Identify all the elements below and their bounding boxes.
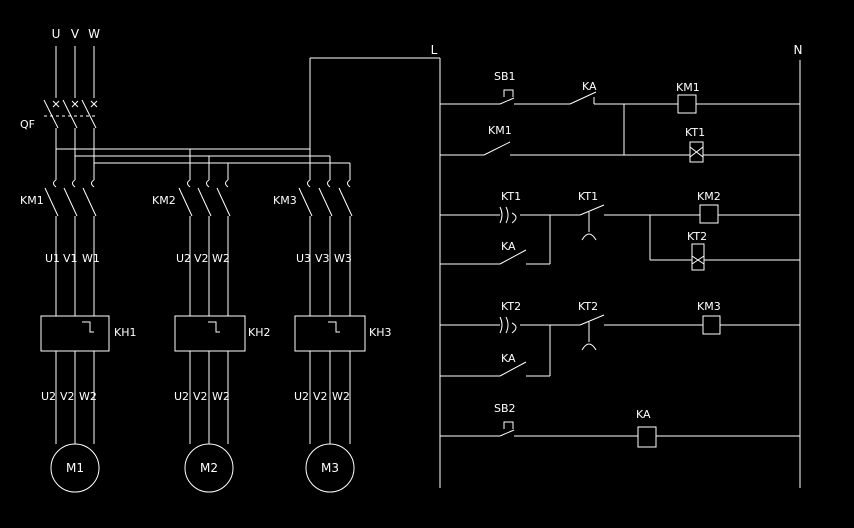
branch-3-w-out: W2 (332, 390, 350, 403)
branch-1-contactor: KM1 (20, 194, 44, 207)
rung-4-contact: KT2 (501, 300, 521, 313)
branch-1-u-out: U2 (41, 390, 56, 403)
label-u: U (52, 27, 61, 41)
motor-m3: M3 (321, 461, 339, 475)
branch-1-overload: KH1 (114, 326, 136, 339)
branch-2-w-in: W2 (212, 252, 230, 265)
rung-3-coil: KM2 (697, 190, 721, 203)
label-w: W (88, 27, 100, 41)
rung-5-button: SB2 (494, 402, 516, 415)
branch-3-v-out: V2 (313, 390, 328, 403)
rung-2-timer: KT1 (685, 126, 705, 139)
rung-1-button: SB1 (494, 70, 516, 83)
branch-3-v-in: V3 (315, 252, 330, 265)
rung-5 (440, 421, 800, 448)
branch-1-u-in: U1 (45, 252, 60, 265)
branch-2 (174, 179, 246, 493)
rung-3-contact: KT1 (501, 190, 521, 203)
branch-3-u-out: U2 (294, 390, 309, 403)
branch-3-contactor: KM3 (273, 194, 297, 207)
rung-3-parallel-contact: KA (501, 240, 516, 253)
rung-3-timed-contact: KT1 (578, 190, 598, 203)
motor-m2: M2 (200, 461, 218, 475)
branch-2-w-out: W2 (212, 390, 230, 403)
rung-4-timed-contact: KT2 (578, 300, 598, 313)
rung-4-coil: KM3 (697, 300, 721, 313)
branch-2-u-out: U2 (174, 390, 189, 403)
branch-1-w-out: W2 (79, 390, 97, 403)
rung-2-contact: KM1 (488, 124, 512, 137)
label-v: V (71, 27, 80, 41)
supply-wires (43, 46, 441, 488)
rung-1-contact: KA (582, 80, 597, 93)
rung-1-coil: KM1 (676, 81, 700, 94)
branch-1-w-in: W1 (82, 252, 100, 265)
rung-3-timer: KT2 (687, 230, 707, 243)
branch-2-v-in: V2 (194, 252, 209, 265)
branch-2-v-out: V2 (193, 390, 208, 403)
supply-labels: U V W QF (20, 27, 100, 131)
rail-l-label: L (431, 43, 438, 57)
branch-1-v-out: V2 (60, 390, 75, 403)
rung-2 (440, 141, 800, 163)
branch-1-v-in: V1 (63, 252, 78, 265)
rail-n-label: N (794, 43, 803, 57)
motor-m1: M1 (66, 461, 84, 475)
branch-3 (294, 179, 366, 493)
rung-1 (440, 89, 800, 155)
branch-3-overload: KH3 (369, 326, 391, 339)
rung-3 (440, 204, 800, 271)
branch-1 (40, 179, 110, 493)
branch-2-u-in: U2 (176, 252, 191, 265)
branch-3-u-in: U3 (296, 252, 311, 265)
branch-2-contactor: KM2 (152, 194, 176, 207)
rung-4 (440, 314, 800, 377)
rung-5-coil: KA (636, 408, 651, 421)
rung-4-parallel-contact: KA (501, 352, 516, 365)
label-qf: QF (20, 118, 35, 131)
branch-2-overload: KH2 (248, 326, 270, 339)
branch-3-w-in: W3 (334, 252, 352, 265)
